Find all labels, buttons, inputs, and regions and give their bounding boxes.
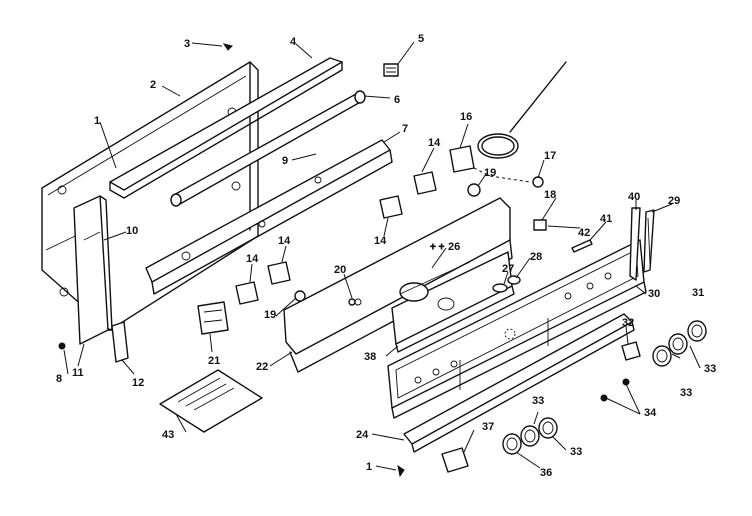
callout-6: 6 bbox=[394, 94, 400, 106]
callout-22: 22 bbox=[256, 361, 268, 373]
callout-19b: 19 bbox=[264, 309, 276, 321]
manifold-bracket bbox=[145, 139, 393, 295]
callout-7: 7 bbox=[402, 123, 408, 135]
callout-18: 18 bbox=[544, 189, 556, 201]
callout-33a: 33 bbox=[680, 387, 692, 399]
callout-16: 16 bbox=[460, 111, 472, 123]
callout-30: 30 bbox=[648, 288, 660, 300]
callout-43: 43 bbox=[162, 429, 174, 441]
callout-9: 9 bbox=[282, 155, 288, 167]
callout-labels: 1 2 3 4 5 6 7 8 9 10 11 12 14 14 14 14 1… bbox=[56, 33, 716, 479]
callout-5: 5 bbox=[418, 33, 424, 45]
callout-4: 4 bbox=[290, 36, 297, 48]
callout-31: 31 bbox=[692, 287, 704, 299]
end-trims bbox=[571, 207, 655, 281]
callout-41: 41 bbox=[600, 213, 612, 225]
callout-37: 37 bbox=[482, 421, 494, 433]
thermostat bbox=[449, 61, 567, 183]
callout-28: 28 bbox=[530, 251, 542, 263]
callout-3: 3 bbox=[184, 38, 190, 50]
callout-21: 21 bbox=[208, 355, 220, 367]
callout-40: 40 bbox=[628, 191, 640, 203]
callout-42: 42 bbox=[578, 227, 590, 239]
trim-strip bbox=[403, 313, 635, 453]
instruction-card bbox=[159, 369, 263, 433]
callout-14d: 14 bbox=[278, 235, 291, 247]
knobs bbox=[441, 320, 707, 473]
callout-29: 29 bbox=[668, 195, 680, 207]
callout-38: 38 bbox=[364, 351, 376, 363]
leader-lines bbox=[63, 41, 701, 471]
callout-10: 10 bbox=[126, 225, 138, 237]
callout-17: 17 bbox=[544, 150, 556, 162]
callout-33b: 33 bbox=[704, 363, 716, 375]
callout-14a: 14 bbox=[428, 137, 441, 149]
callout-1b: 1 bbox=[366, 461, 372, 473]
side-bracket bbox=[73, 195, 113, 345]
callout-1: 1 bbox=[94, 115, 100, 127]
svg-text:+ +: + + bbox=[430, 242, 445, 253]
callout-24: 24 bbox=[356, 429, 369, 441]
callout-36: 36 bbox=[540, 467, 552, 479]
callout-27: 27 bbox=[502, 263, 514, 275]
callout-19a: 19 bbox=[484, 167, 496, 179]
rear-panel bbox=[41, 61, 259, 331]
small-hardware bbox=[58, 43, 405, 478]
rotary-switches bbox=[197, 171, 437, 335]
clock-panel bbox=[391, 251, 515, 353]
top-rail bbox=[109, 57, 343, 199]
callout-12: 12 bbox=[132, 377, 144, 389]
tube-rail bbox=[170, 90, 366, 207]
callout-34: 34 bbox=[644, 407, 657, 419]
callout-14b: 14 bbox=[374, 235, 387, 247]
callout-2: 2 bbox=[150, 79, 156, 91]
callout-32: 32 bbox=[622, 317, 634, 329]
callout-33c: 33 bbox=[532, 395, 544, 407]
callout-8: 8 bbox=[56, 373, 62, 385]
callout-11: 11 bbox=[72, 367, 84, 379]
callout-26: 26 bbox=[448, 241, 460, 253]
callout-20: 20 bbox=[334, 264, 346, 276]
faceplate bbox=[387, 239, 647, 419]
misc-parts bbox=[294, 176, 547, 306]
callout-14c: 14 bbox=[246, 253, 259, 265]
callout-33d: 33 bbox=[570, 446, 582, 458]
